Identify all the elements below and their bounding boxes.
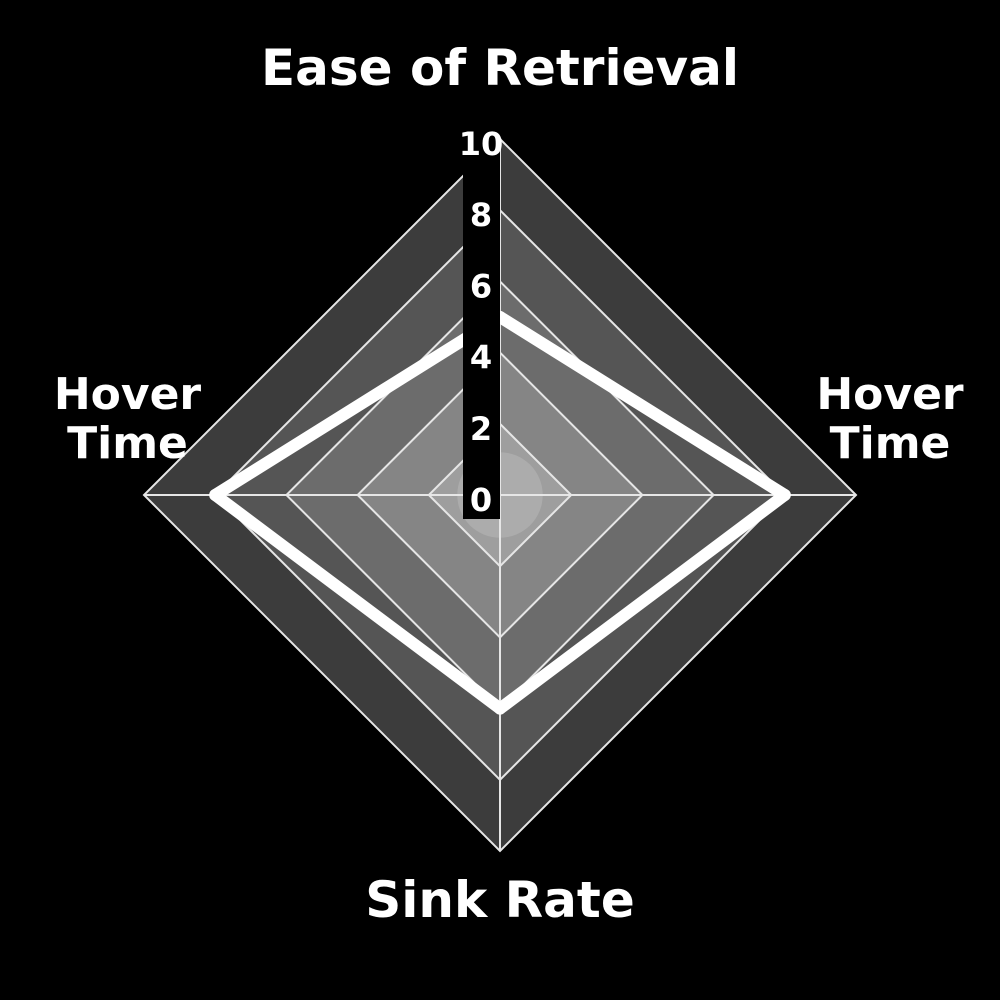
series-point-0-1: [778, 489, 791, 501]
radial-tick-label-8: 8: [470, 196, 492, 234]
axis-label-hover-time-left: Hover Time: [53, 369, 202, 470]
radial-tick-label-2: 2: [470, 410, 492, 448]
radial-tick-label-4: 4: [470, 339, 492, 377]
axis-label-ease-of-retrieval: Ease of Retrieval: [261, 39, 739, 97]
radial-tick-label-10: 10: [459, 125, 504, 163]
radial-tick-label-0: 0: [470, 481, 492, 519]
series-point-0-3: [209, 489, 222, 501]
series-point-0-2: [494, 702, 506, 715]
axis-label-sink-rate: Sink Rate: [365, 871, 635, 929]
tick-label-strip: [463, 139, 500, 519]
axis-label-hover-time-right: Hover Time: [816, 369, 964, 470]
radial-tick-label-6: 6: [470, 267, 492, 305]
